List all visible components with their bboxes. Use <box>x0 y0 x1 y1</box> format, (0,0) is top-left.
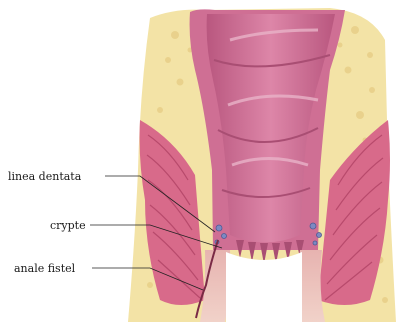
label-crypts: crypte <box>50 219 86 232</box>
anal-opening <box>226 252 302 322</box>
label-anal-fistula: anale fistel <box>14 262 76 275</box>
label-linea-dentata: linea dentata <box>8 170 82 183</box>
